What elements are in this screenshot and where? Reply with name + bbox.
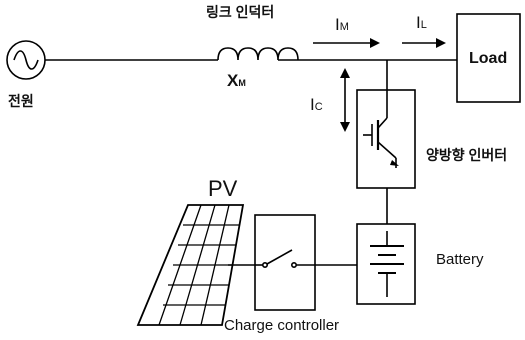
- current-l-arrow: [402, 38, 446, 48]
- battery-label: Battery: [436, 251, 484, 268]
- link-inductor-symbol: [217, 47, 299, 61]
- switch-right-contact: [290, 261, 297, 268]
- current-c-label: IC: [310, 95, 323, 114]
- current-c-arrow: [340, 68, 350, 132]
- switch-blade: [266, 249, 293, 265]
- inverter-box: [356, 89, 416, 189]
- igbt-collector: [377, 117, 388, 129]
- charge-controller-box: [254, 214, 316, 311]
- inverter-label: 양방향 인버터: [426, 147, 508, 163]
- sine-wave-icon: [13, 50, 39, 70]
- source-label: 전원: [8, 93, 34, 109]
- pv-label: PV: [208, 176, 238, 201]
- igbt-emitter-arrow: [390, 160, 399, 166]
- current-l-label: IL: [416, 13, 427, 32]
- battery-box: [356, 223, 416, 305]
- link-inductor-label: 링크 인덕터: [206, 4, 275, 20]
- current-m-arrow: [313, 38, 380, 48]
- load-box: [456, 13, 521, 103]
- charge-controller-label: Charge controller: [224, 317, 340, 334]
- switch-left-contact: [261, 261, 268, 268]
- load-label: Load: [469, 50, 508, 67]
- pv-panel: [136, 204, 245, 326]
- current-m-label: IM: [335, 15, 349, 34]
- igbt-emitter: [377, 141, 397, 159]
- inductor-symbol-label: XM: [227, 71, 246, 90]
